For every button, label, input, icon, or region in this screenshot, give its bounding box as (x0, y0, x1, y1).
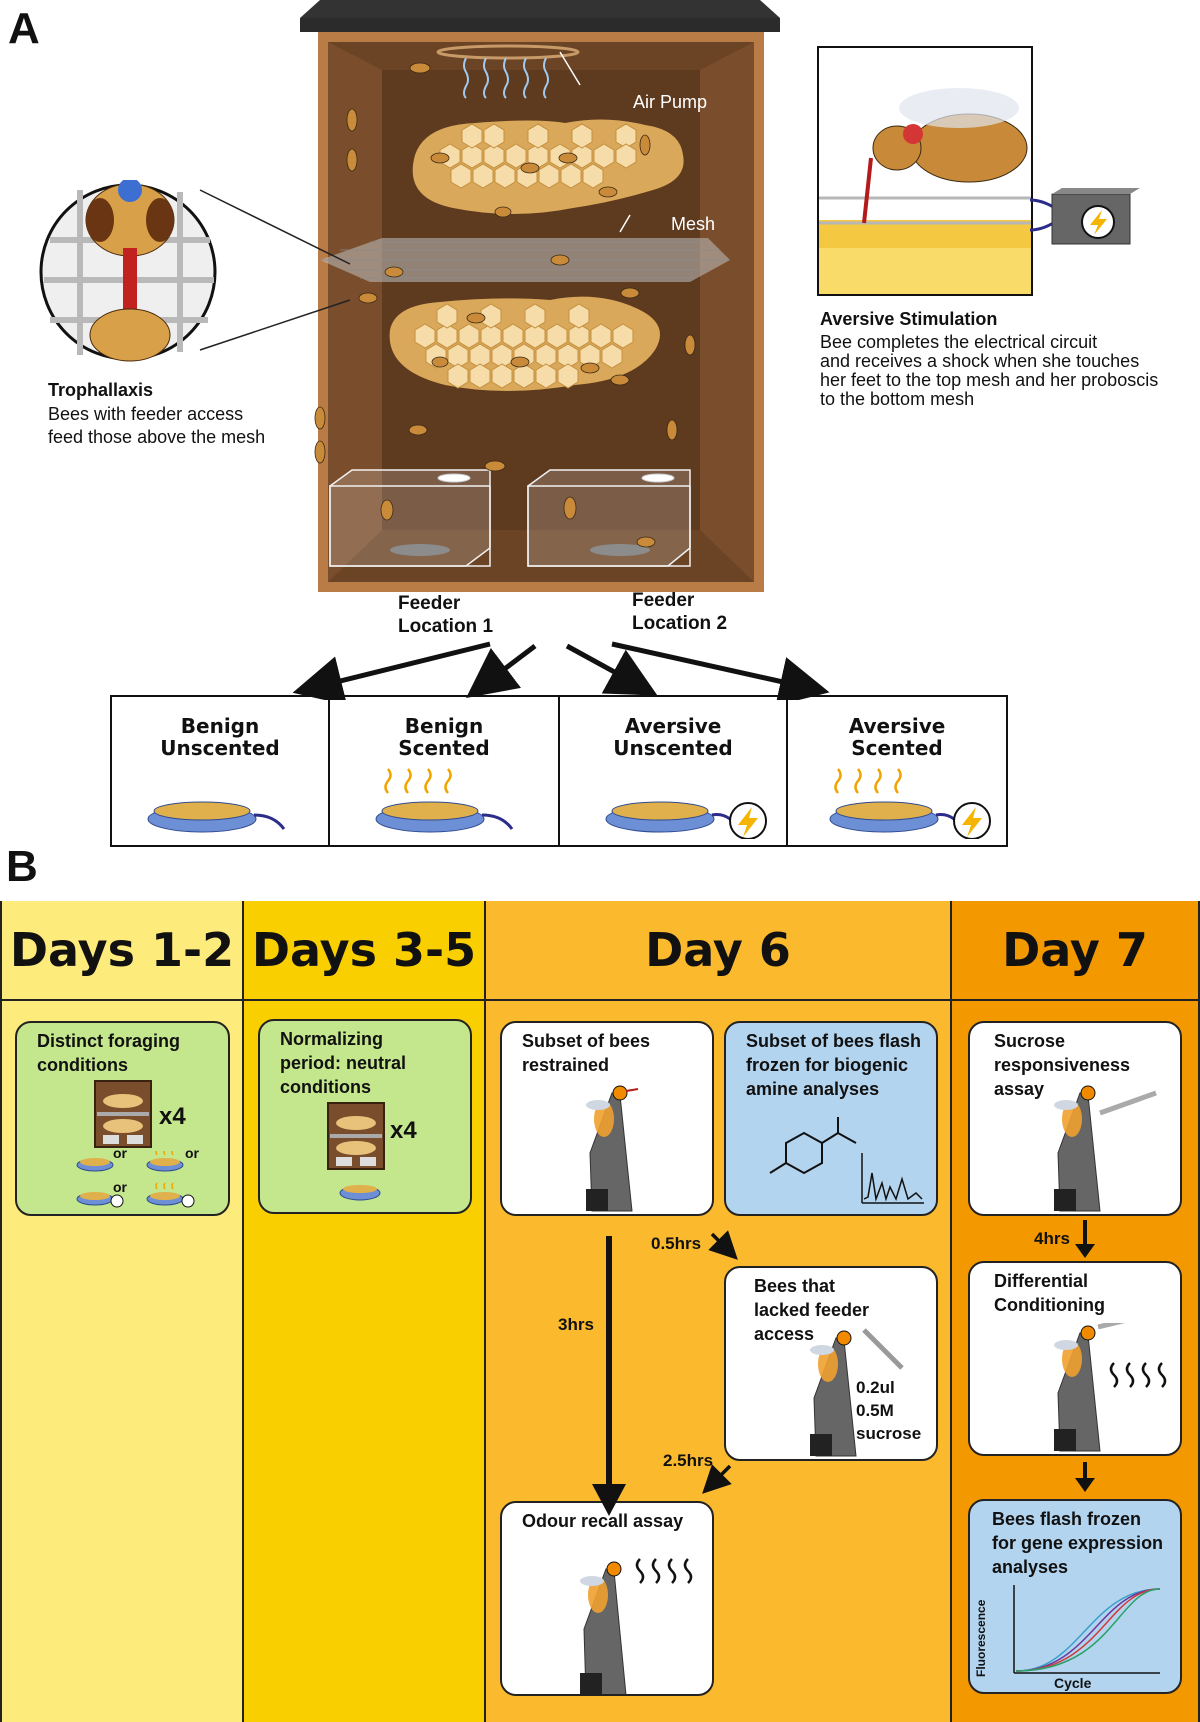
mesh-label: Mesh (671, 214, 716, 234)
panel-b-label: B (6, 842, 38, 891)
feeder-dish-icon (375, 801, 514, 833)
mini-hive-icon (327, 1102, 385, 1170)
arrow-2-5hrs (702, 1464, 732, 1494)
scent-icon (384, 768, 452, 794)
day7-arrows (1075, 1220, 1095, 1492)
feeder-dish-icon (339, 1185, 381, 1201)
conditioning-bee-icon (1054, 1323, 1167, 1452)
odour-bee-icon (580, 1558, 693, 1694)
or-label: or (113, 1145, 127, 1161)
trophallaxis-inset (39, 180, 351, 362)
shock-feeder-icon (829, 801, 991, 839)
aversive-inset (817, 46, 1033, 296)
time-0-5hrs: 0.5hrs (651, 1234, 702, 1253)
shock-feeder-icon (605, 801, 767, 839)
day-heading: Days 1-2 (2, 901, 242, 1001)
fluorescence-axis-label: Fluorescence (974, 1599, 988, 1677)
air-pump-label: Air Pump (633, 92, 708, 112)
multiplier: x4 (159, 1103, 186, 1130)
condition-arrows (292, 641, 830, 700)
day-heading: Days 3-5 (244, 901, 484, 1001)
aversive-text: Bee completes the electrical circuit and… (820, 332, 1159, 409)
qpcr-curves-icon (1013, 1585, 1161, 1674)
time-2-5hrs: 2.5hrs (663, 1451, 714, 1470)
or-label: or (185, 1145, 199, 1161)
hive-illustration (300, 0, 780, 592)
day-heading: Day 7 (952, 901, 1198, 1001)
feeder-location-2-label: Feeder Location 2 (632, 590, 728, 634)
cycle-axis-label: Cycle (1054, 1675, 1092, 1691)
odour-recall-box: Odour recall assay (500, 1501, 714, 1696)
aversive-title: Aversive Stimulation (820, 309, 998, 329)
day6-arrows (592, 1230, 738, 1516)
feeder-location-1-label: Feeder Location 1 (398, 593, 494, 637)
feeding-bee-icon (810, 1328, 904, 1457)
chromatogram-icon (769, 1117, 924, 1204)
mini-hive-icon (94, 1080, 152, 1148)
trophallaxis-text: Bees with feeder access feed those above… (48, 404, 266, 447)
trophallaxis-title: Trophallaxis (48, 380, 154, 400)
scent-icon (834, 768, 902, 794)
four-feeders-icon (76, 1151, 195, 1208)
pipette-bee-icon (1054, 1085, 1157, 1212)
or-label: or (113, 1179, 127, 1195)
feeder-dish-icon (147, 801, 286, 833)
panel-a-label: A (8, 4, 40, 53)
time-4hrs: 4hrs (1034, 1229, 1070, 1248)
restrained-bee-icon (586, 1085, 639, 1212)
time-3hrs: 3hrs (558, 1315, 594, 1334)
shock-box (1030, 188, 1140, 245)
multiplier: x4 (390, 1117, 417, 1144)
day-heading: Day 6 (486, 901, 950, 1001)
